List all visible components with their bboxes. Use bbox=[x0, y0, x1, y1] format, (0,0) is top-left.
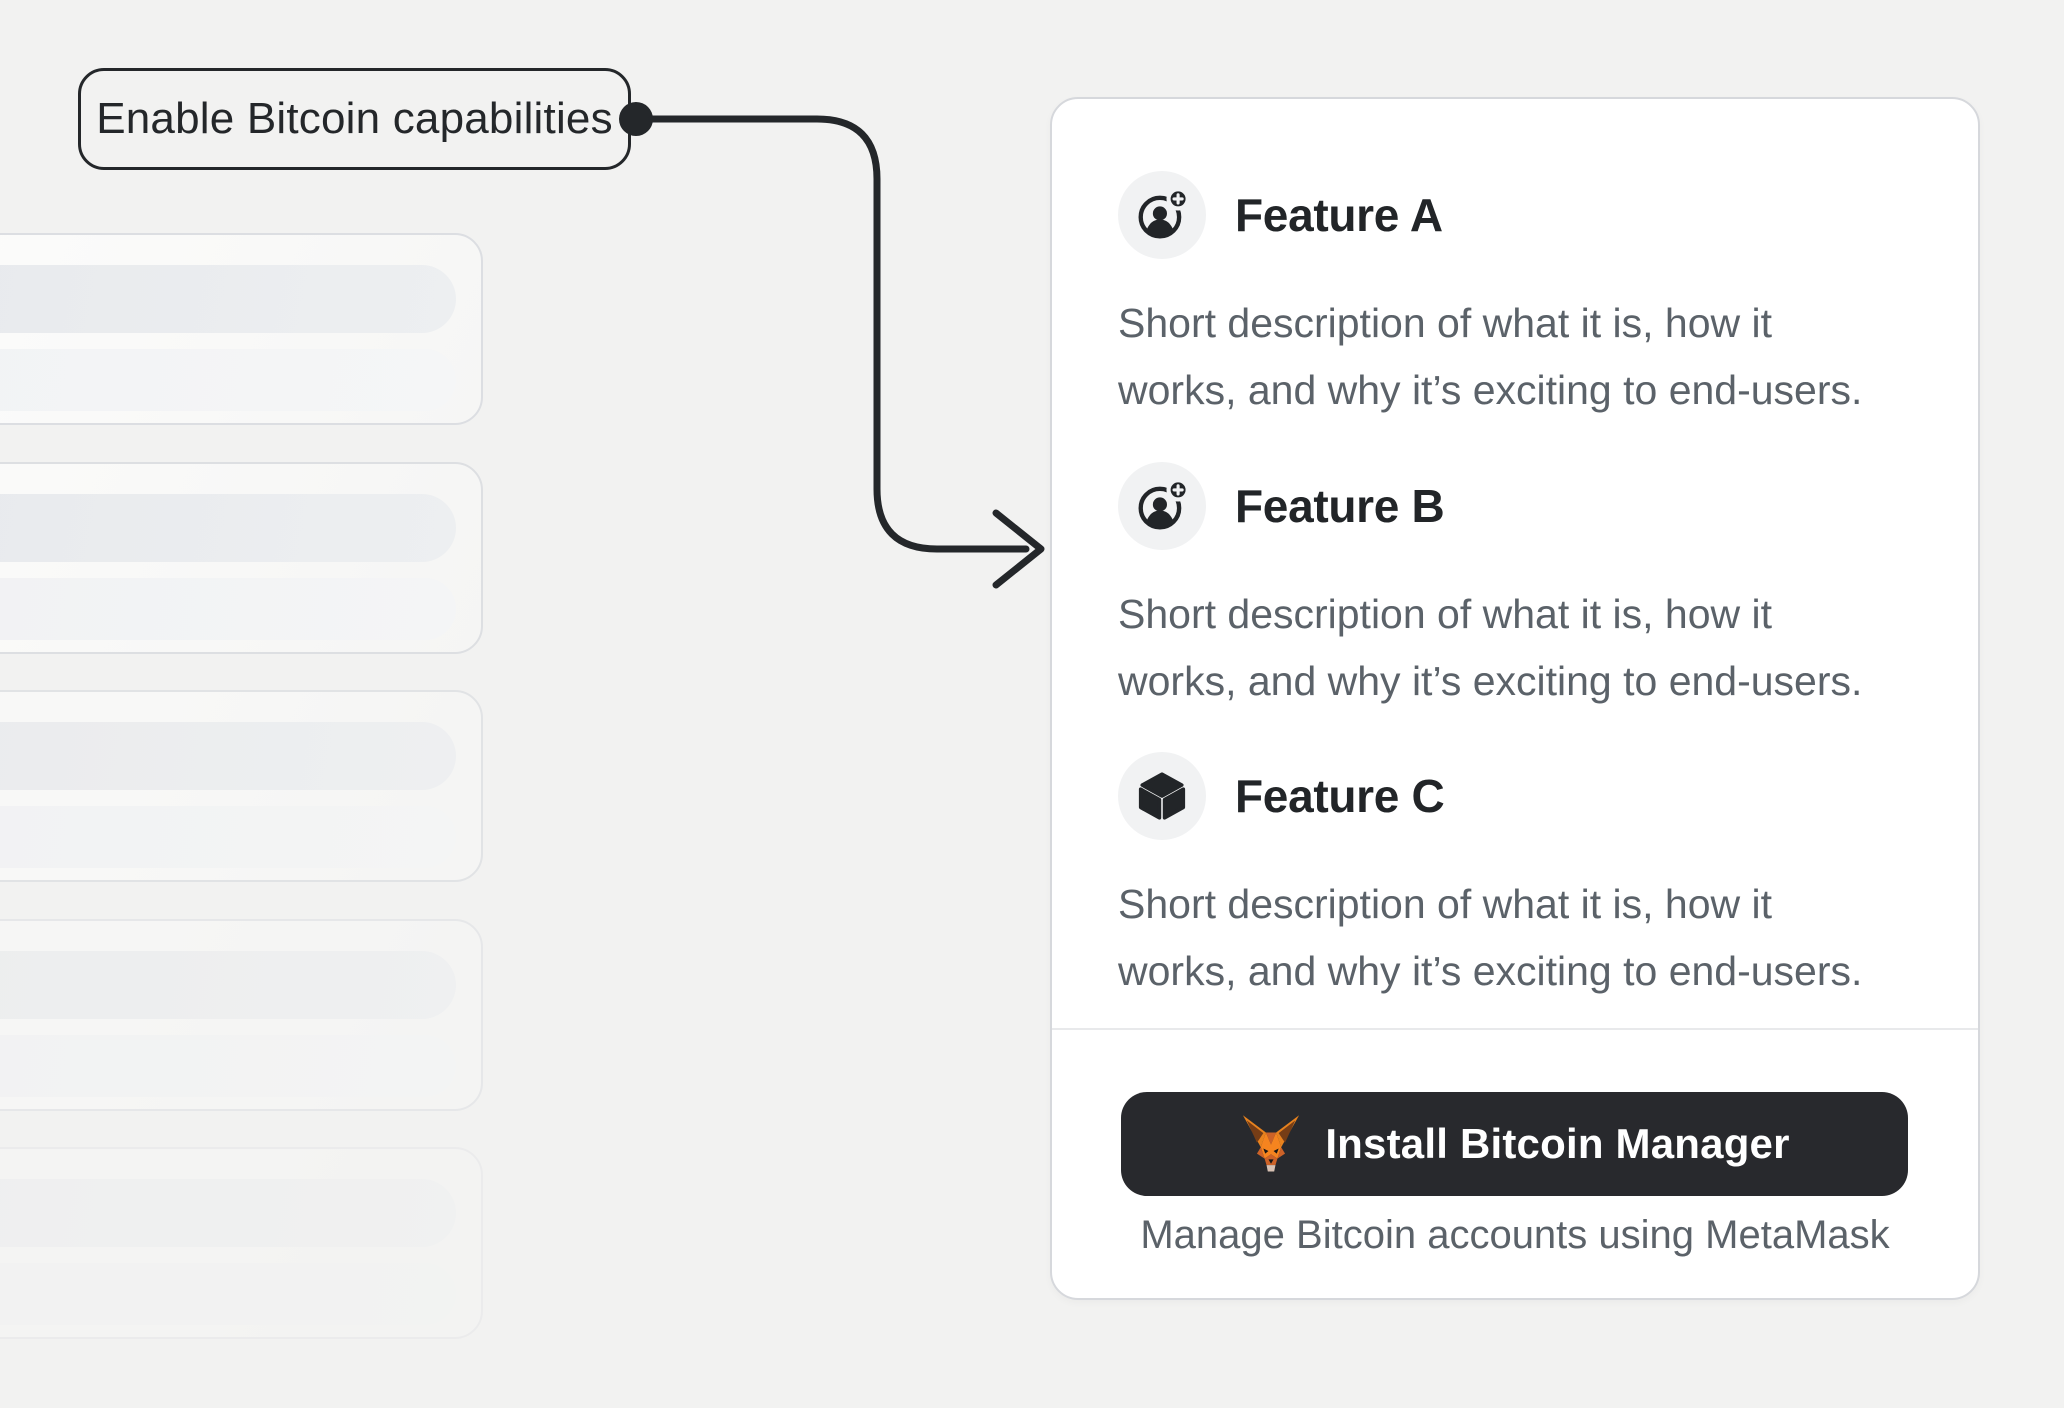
skeleton-bar bbox=[0, 951, 456, 1019]
cube-icon bbox=[1118, 752, 1206, 840]
skeleton-bar bbox=[0, 349, 456, 411]
skeleton-bar bbox=[0, 1263, 456, 1325]
skeleton-card bbox=[0, 919, 483, 1111]
skeleton-card bbox=[0, 233, 483, 425]
feature-card: Feature A Short description of what it i… bbox=[1050, 97, 1980, 1300]
skeleton-bar bbox=[0, 1179, 456, 1247]
skeleton-bar bbox=[0, 1035, 456, 1097]
skeleton-card bbox=[0, 1147, 483, 1339]
feature-title: Feature C bbox=[1235, 770, 1445, 822]
callout-label: Enable Bitcoin capabilities bbox=[78, 68, 631, 170]
skeleton-bar bbox=[0, 578, 456, 640]
feature-title: Feature B bbox=[1235, 480, 1445, 532]
metamask-fox-icon bbox=[1239, 1114, 1303, 1174]
feature-description: Short description of what it is, how it … bbox=[1118, 300, 1863, 413]
callout-label-text: Enable Bitcoin capabilities bbox=[96, 94, 613, 143]
skeleton-bar bbox=[0, 806, 456, 868]
skeleton-card bbox=[0, 690, 483, 882]
arrowhead-icon bbox=[992, 509, 1045, 589]
card-footer-divider bbox=[1052, 1028, 1978, 1030]
skeleton-bar bbox=[0, 265, 456, 333]
skeleton-bar bbox=[0, 722, 456, 790]
feature-description: Short description of what it is, how it … bbox=[1118, 591, 1863, 704]
install-button-label: Install Bitcoin Manager bbox=[1325, 1120, 1790, 1167]
feature-row-b: Feature B Short description of what it i… bbox=[1118, 462, 1912, 717]
skeleton-bar bbox=[0, 494, 456, 562]
skeleton-card bbox=[0, 462, 483, 654]
card-caption: Manage Bitcoin accounts using MetaMask bbox=[1140, 1213, 1890, 1257]
account-plus-icon bbox=[1118, 171, 1206, 259]
feature-row-a: Feature A Short description of what it i… bbox=[1118, 171, 1912, 426]
account-plus-icon bbox=[1118, 462, 1206, 550]
feature-title: Feature A bbox=[1235, 189, 1443, 241]
install-bitcoin-manager-button[interactable]: Install Bitcoin Manager bbox=[1121, 1092, 1908, 1196]
feature-description: Short description of what it is, how it … bbox=[1118, 881, 1863, 994]
feature-row-c: Feature C Short description of what it i… bbox=[1118, 752, 1912, 1007]
